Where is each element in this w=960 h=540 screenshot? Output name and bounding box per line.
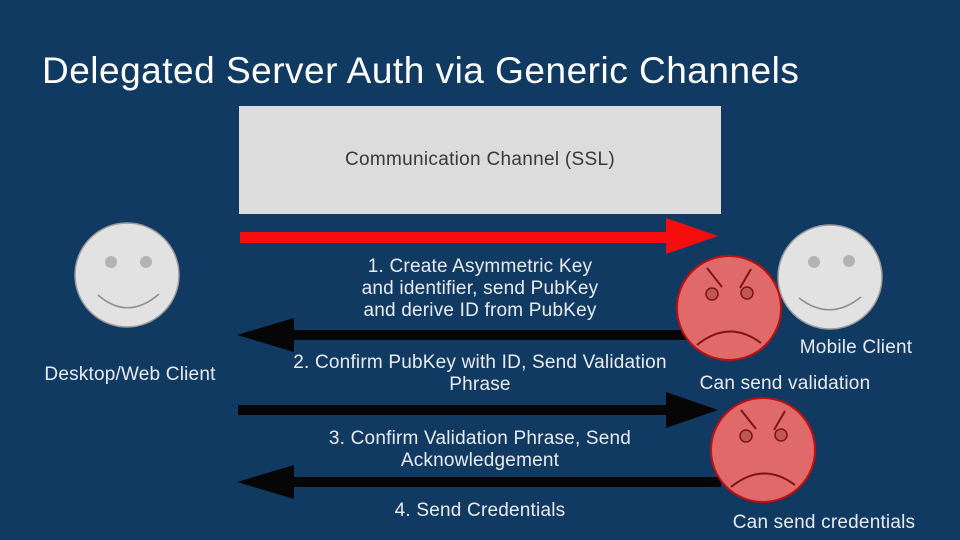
arrow-shaft: [240, 232, 672, 243]
frown-mouth: [730, 472, 796, 488]
mobile-client-label: Mobile Client: [799, 337, 913, 358]
arrow-shaft: [238, 405, 670, 415]
right-eye: [140, 256, 152, 268]
step4-arrow-left: [237, 465, 721, 499]
desktop-client-face-icon: [74, 222, 180, 328]
right-eyebrow: [739, 268, 752, 289]
arrow-head: [237, 465, 294, 499]
face-skin: [676, 255, 782, 361]
desktop-client-label: Desktop/Web Client: [44, 364, 216, 385]
step4-text: 4. Send Credentials: [394, 500, 566, 521]
right-eye: [843, 255, 855, 267]
arrow-head: [666, 392, 718, 428]
face-skin: [74, 222, 180, 328]
step2-arrow-left: [237, 318, 721, 352]
step1-text: 1. Create Asymmetric Key and identifier,…: [361, 256, 599, 321]
frown-mouth: [696, 330, 762, 346]
right-eyebrow: [773, 410, 786, 431]
left-eyebrow: [706, 267, 723, 288]
communication-channel-label: Communication Channel (SSL): [345, 149, 615, 170]
left-eyebrow: [740, 409, 757, 430]
right-eye: [740, 286, 754, 300]
left-eye: [705, 287, 719, 301]
arrow-head: [237, 318, 294, 352]
arrow-head: [666, 218, 718, 254]
smile-mouth: [97, 293, 160, 309]
step3-arrow-right: [238, 392, 718, 428]
mobile-client-face-icon: [777, 224, 883, 330]
left-eye: [808, 256, 820, 268]
slide-title: Delegated Server Auth via Generic Channe…: [42, 50, 800, 91]
left-eye: [739, 429, 753, 443]
step3-text: 3. Confirm Validation Phrase, Send Ackno…: [328, 428, 632, 471]
credentials-attacker-label: Can send credentials: [732, 512, 916, 533]
right-eye: [774, 428, 788, 442]
step1-arrow-right: [240, 218, 718, 254]
validation-attacker-face-icon: [676, 255, 782, 361]
step2-text: 2. Confirm PubKey with ID, Send Validati…: [293, 352, 667, 395]
left-eye: [105, 256, 117, 268]
communication-channel-box: Communication Channel (SSL): [239, 106, 721, 214]
face-skin: [777, 224, 883, 330]
credentials-attacker-face-icon: [710, 397, 816, 503]
arrow-shaft: [287, 330, 721, 340]
smile-mouth: [798, 296, 862, 311]
arrow-shaft: [287, 477, 721, 487]
validation-attacker-label: Can send validation: [699, 373, 871, 394]
face-skin: [710, 397, 816, 503]
